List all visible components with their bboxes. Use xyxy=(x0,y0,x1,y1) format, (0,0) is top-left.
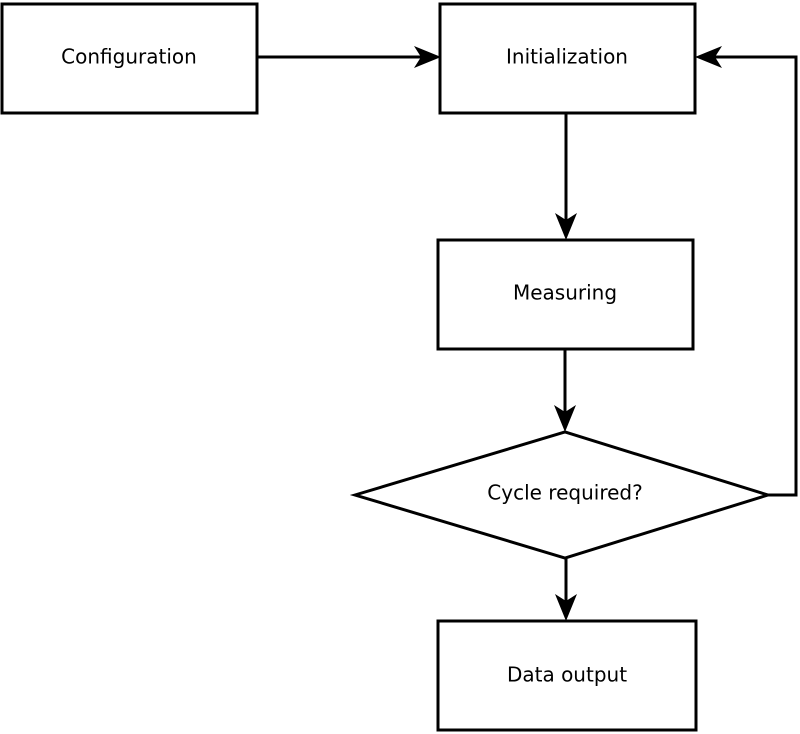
edge-initialization-to-measuring xyxy=(555,113,577,240)
node-configuration[interactable]: Configuration xyxy=(0,2,259,115)
node-measuring[interactable]: Measuring xyxy=(436,238,695,351)
node-cycle-required[interactable]: Cycle required? xyxy=(349,430,774,560)
node-measuring-label: Measuring xyxy=(513,281,617,305)
node-initialization-shape[interactable] xyxy=(438,2,697,115)
arrow-head-down-icon xyxy=(555,213,577,240)
node-initialization-label: Initialization xyxy=(506,45,628,69)
node-data-output[interactable]: Data output xyxy=(436,619,698,732)
arrow-head-left-icon xyxy=(695,46,722,68)
arrow-head-down-icon xyxy=(554,405,576,432)
node-initialization[interactable]: Initialization xyxy=(438,2,697,115)
edge-cycle-required-to-initialization-feedback xyxy=(695,46,798,497)
edge-cycle-required-to-data-output xyxy=(555,558,577,621)
edge-measuring-to-cycle-required xyxy=(554,349,576,432)
node-data-output-label: Data output xyxy=(507,663,627,687)
node-cycle-required-shape[interactable] xyxy=(349,430,774,560)
node-configuration-label: Configuration xyxy=(61,45,197,69)
edge-line-feedback-loop xyxy=(713,55,798,497)
node-configuration-shape[interactable] xyxy=(0,2,259,115)
node-data-output-shape[interactable] xyxy=(436,619,698,732)
arrow-head-right-icon xyxy=(414,46,441,68)
arrow-head-down-icon xyxy=(555,594,577,621)
node-measuring-shape[interactable] xyxy=(436,238,695,351)
node-cycle-required-label: Cycle required? xyxy=(487,481,642,505)
edge-configuration-to-initialization xyxy=(257,46,441,68)
